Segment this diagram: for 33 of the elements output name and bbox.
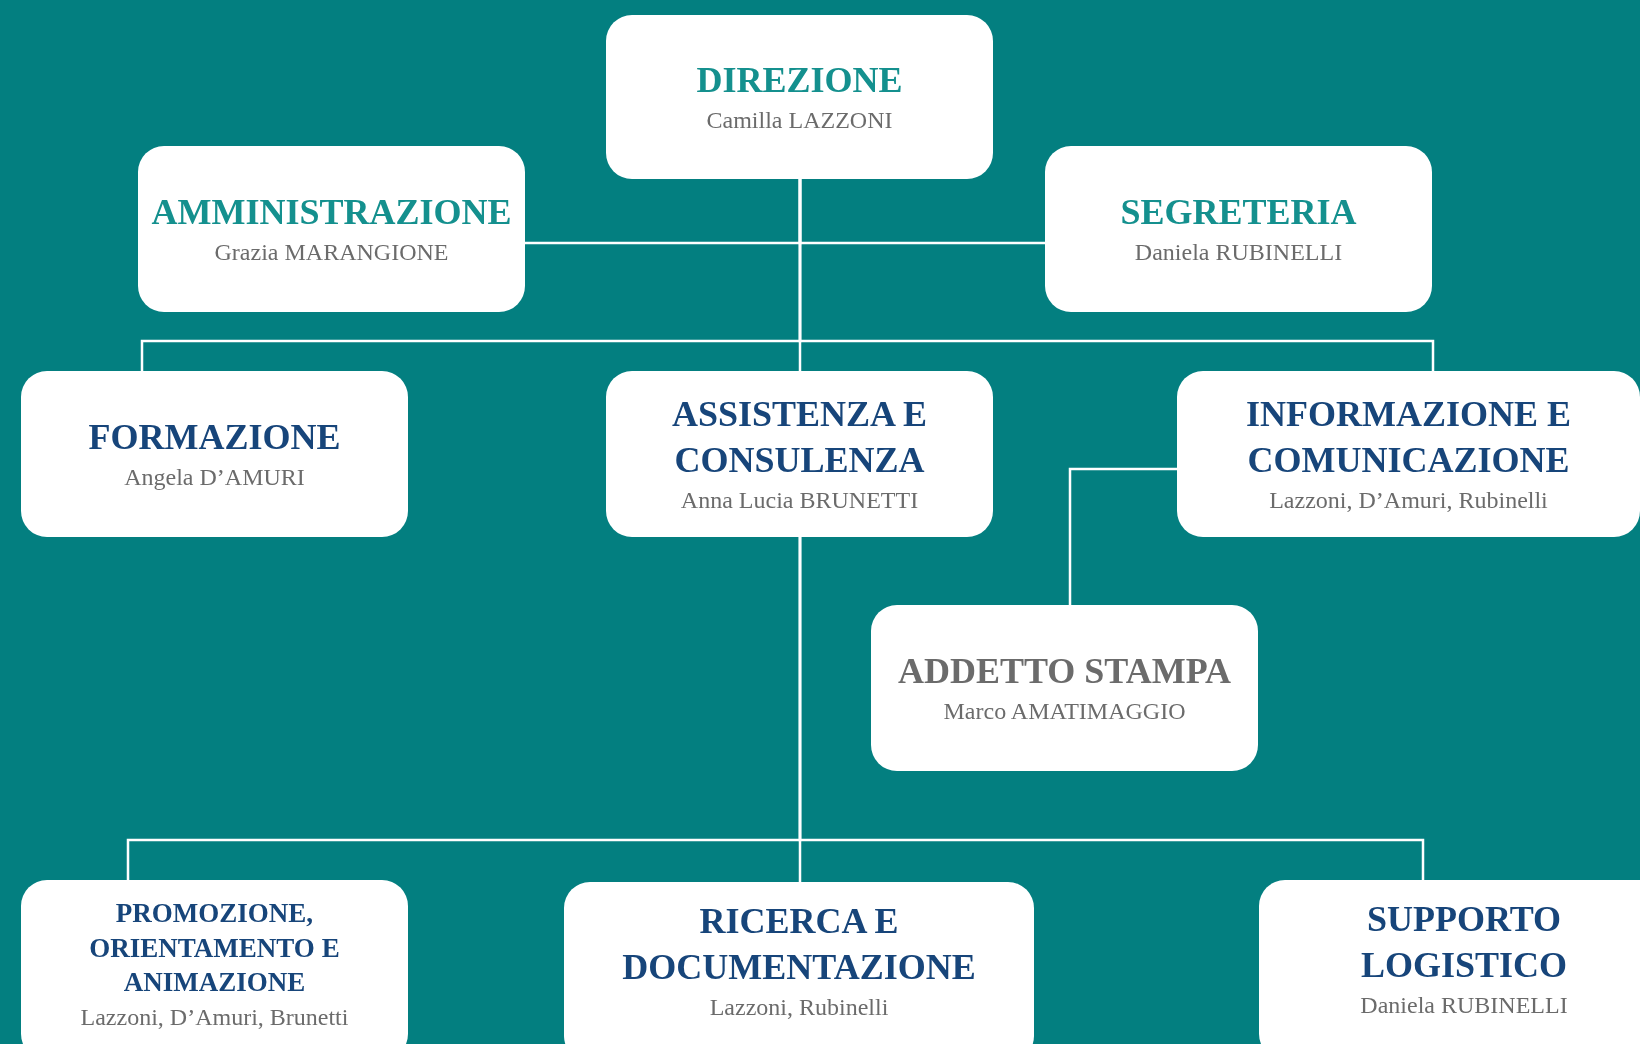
person-name: Daniela RUBINELLI bbox=[1134, 238, 1343, 268]
org-unit-box bbox=[871, 605, 1258, 771]
unit-title: FORMAZIONE bbox=[88, 416, 341, 460]
person-name: Lazzoni, D’Amuri, Rubinelli bbox=[1269, 486, 1548, 516]
person-name: Angela D’AMURI bbox=[124, 463, 305, 493]
person-name: Marco AMATIMAGGIO bbox=[943, 697, 1186, 727]
person-name: Anna Lucia BRUNETTI bbox=[680, 486, 919, 516]
unit-title: DIREZIONE bbox=[696, 59, 903, 103]
org-unit-box bbox=[606, 15, 993, 179]
org-unit-box bbox=[606, 371, 993, 537]
unit-title: SEGRETERIA bbox=[1120, 191, 1357, 235]
connector-line bbox=[798, 537, 1425, 880]
person-name: Camilla LAZZONI bbox=[706, 106, 893, 136]
unit-title: ASSISTENZA E CONSULENZA bbox=[670, 393, 929, 483]
org-unit-box bbox=[21, 371, 408, 537]
person-name: Daniela RUBINELLI bbox=[1360, 991, 1568, 1021]
unit-title: PROMOZIONE, ORIENTAMENTO E ANIMAZIONE bbox=[88, 897, 341, 1000]
person-name: Lazzoni, Rubinelli bbox=[709, 993, 889, 1023]
connector-line bbox=[1068, 467, 1177, 605]
unit-title: RICERCA E DOCUMENTAZIONE bbox=[621, 900, 977, 990]
person-name: Grazia MARANGIONE bbox=[214, 238, 449, 268]
org-unit-box bbox=[138, 146, 525, 312]
connector-line bbox=[798, 179, 1435, 371]
person-name: Lazzoni, D’Amuri, Brunetti bbox=[80, 1002, 349, 1032]
unit-title: INFORMAZIONE E COMUNICAZIONE bbox=[1245, 393, 1572, 483]
org-unit-box bbox=[564, 882, 1034, 1044]
unit-title: AMMINISTRAZIONE bbox=[151, 191, 512, 235]
org-unit-box bbox=[1045, 146, 1432, 312]
org-unit-box bbox=[1259, 880, 1640, 1044]
org-unit-box bbox=[1177, 371, 1640, 537]
unit-title: ADDETTO STAMPA bbox=[897, 650, 1231, 694]
org-unit-box bbox=[21, 880, 408, 1044]
unit-title: SUPPORTO LOGISTICO bbox=[1359, 898, 1569, 988]
